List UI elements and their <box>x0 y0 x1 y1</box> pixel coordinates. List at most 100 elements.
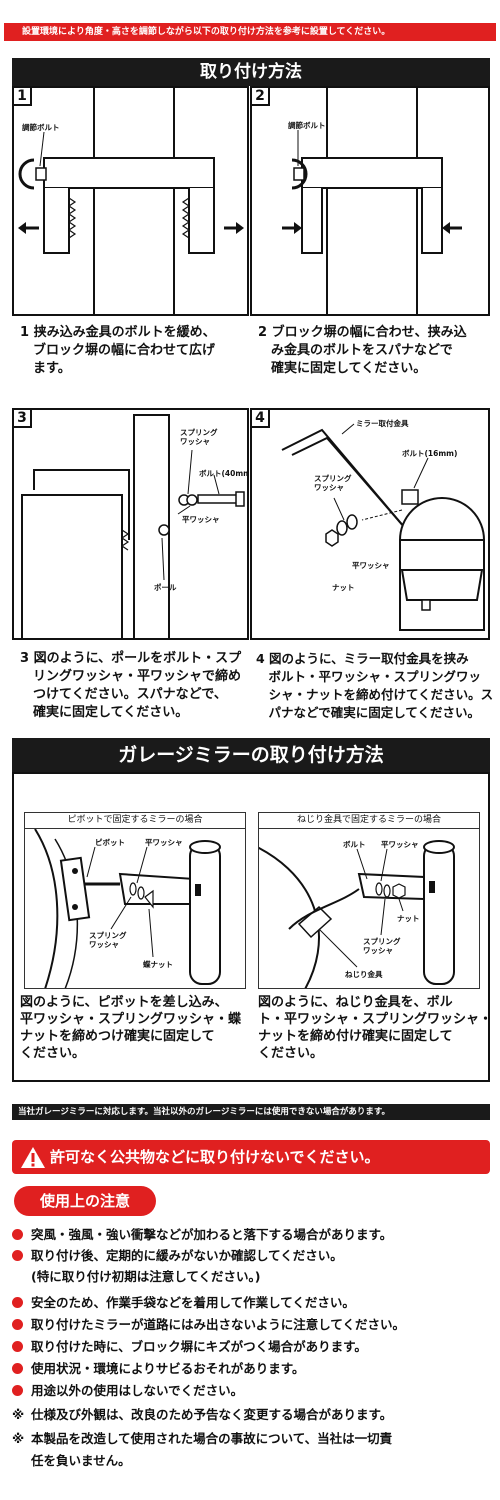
flat-washer-label: 平ワッシャ <box>182 515 220 524</box>
spring-washer-label-line: ワッシャ <box>314 483 344 492</box>
step-number: 2 <box>252 88 270 106</box>
flat-washer-label: 平ワッシャ <box>352 561 390 570</box>
twist-mirror-line: ト・平ワッシャ・スプリングワッシャ・ <box>258 1012 493 1027</box>
section-title-garage-mirror: ガレージミラーの取り付け方法 <box>12 738 490 772</box>
caution-text: 取り付けた時に、ブロック塀にキズがつく場合があります。 <box>31 1339 367 1354</box>
step-3-line: 確実に固定してください。 <box>20 705 189 720</box>
pole-bolt-diagram <box>21 414 245 638</box>
bolt-40mm-label: ボルト(40mm) <box>199 469 249 478</box>
flat-washer-label: 平ワッシャ <box>381 840 419 849</box>
nut-label: ナット <box>397 914 420 923</box>
spring-washer-label-line: スプリング <box>89 931 127 940</box>
spring-washer-label: スプリング ワッシャ <box>89 931 127 949</box>
step-2-text: 2 ブロック塀の幅に合わせ、挟み込 み金具のボルトをスパナなどで 確実に固定して… <box>258 324 498 378</box>
clamp-tighten-diagram <box>282 88 462 314</box>
reference-mark: ※ <box>12 1431 25 1446</box>
spring-washer-label-line: ワッシャ <box>89 940 119 949</box>
caution-item: ※ 仕様及び外観は、改良のため予告なく変更する場合があります。 <box>12 1406 392 1424</box>
pivot-mirror-text: 図のように、ピボットを差し込み、 平ワッシャ・スプリングワッシャ・蝶 ナットを締… <box>20 994 256 1062</box>
step-1-line: 1 挟み込み金具のボルトを緩め、 <box>20 325 216 340</box>
compatibility-note: 当社ガレージミラーに対応します。当社以外のガレージミラーには使用できない場合があ… <box>12 1104 490 1120</box>
caution-title: 使用上の注意 <box>14 1186 156 1216</box>
step-4-illustration: 4 ミラー取付金具 ボルト(16mm) スプリング ワッシャ 平ワッシャ ナット <box>250 408 490 640</box>
adjust-bolt-label: 調節ボルト <box>288 121 326 130</box>
spring-washer-label-line: スプリング <box>363 937 401 946</box>
spring-washer-label: スプリング ワッシャ <box>363 937 401 955</box>
bolt-16mm-label: ボルト(16mm) <box>402 449 458 458</box>
caution-item: 安全のため、作業手袋などを着用して作業してください。 <box>12 1294 355 1312</box>
caution-item: (特に取り付け初期は注意してください。) <box>12 1268 260 1286</box>
warning-text: 許可なく公共物などに取り付けないでください。 <box>50 1148 380 1166</box>
step-3-line: リングワッシャ・平ワッシャで締め <box>20 669 242 684</box>
caution-text: 仕様及び外観は、改良のため予告なく変更する場合があります。 <box>31 1407 393 1422</box>
pivot-mirror-line: 図のように、ピボットを差し込み、 <box>20 995 228 1010</box>
flat-washer-label: 平ワッシャ <box>145 838 183 847</box>
pivot-mirror-diagram <box>34 829 221 988</box>
caution-item: ※ 本製品を改造して使用された場合の事故について、当社は一切責 <box>12 1430 392 1448</box>
twist-mirror-line: ください。 <box>258 1046 324 1061</box>
caution-text: 突風・強風・強い衝撃などが加わると落下する場合があります。 <box>31 1227 393 1242</box>
caution-text: 用途以外の使用はしないでください。 <box>31 1383 244 1398</box>
twist-mirror-line: 図のように、ねじり金具を、ボル <box>258 995 453 1010</box>
step-2-illustration: 2 調節ボルト <box>250 86 490 316</box>
spring-washer-label: スプリング ワッシャ <box>180 428 218 446</box>
step-1-line: ブロック塀の幅に合わせて広げ <box>20 343 216 358</box>
twist-mirror-text: 図のように、ねじり金具を、ボル ト・平ワッシャ・スプリングワッシャ・ ナットを締… <box>258 994 494 1062</box>
caution-text: 任を負いません。 <box>31 1453 131 1468</box>
step-3-line: つけてください。スパナなどで、 <box>20 687 227 702</box>
step-4-line: ボルト・平ワッシャ・スプリングワッ <box>256 669 482 684</box>
adjust-bolt-label: 調節ボルト <box>22 123 60 132</box>
step-4-line: 4 図のように、ミラー取付金具を挟み <box>256 651 469 666</box>
nut-label: ナット <box>332 583 355 592</box>
step-3-text: 3 図のように、ポールをボルト・スプ リングワッシャ・平ワッシャで締め つけてく… <box>20 650 255 722</box>
caution-text: 使用状況・環境によりサビるおそれがあります。 <box>31 1361 305 1376</box>
spring-washer-label-line: ワッシャ <box>180 437 210 446</box>
bolt-label: ボルト <box>343 840 366 849</box>
reference-mark: ※ <box>12 1407 25 1422</box>
top-banner: 設置環境により角度・高さを調節しながら以下の取り付け方法を参考に設置してください… <box>4 23 496 41</box>
twist-mirror-line: ナットを締め付け確実に固定して <box>258 1029 453 1044</box>
public-property-warning: 許可なく公共物などに取り付けないでください。 <box>12 1140 490 1174</box>
bullet-icon <box>12 1363 23 1374</box>
caution-item: 任を負いません。 <box>12 1452 131 1470</box>
step-2-line: 確実に固定してください。 <box>258 361 427 376</box>
step-2-line: み金具のボルトをスパナなどで <box>258 343 453 358</box>
pivot-mirror-heading: ピボットで固定するミラーの場合 <box>24 812 246 829</box>
step-4-line: シャ・ナットを締め付けてください。ス <box>256 687 494 702</box>
caution-text: (特に取り付け初期は注意してください。) <box>31 1269 261 1284</box>
spring-washer-label-line: ワッシャ <box>363 946 393 955</box>
twist-mirror-heading: ねじり金具で固定するミラーの場合 <box>258 812 480 829</box>
pivot-mirror-line: ください。 <box>20 1046 86 1061</box>
step-1-illustration: 1 調節ボルト <box>12 86 249 316</box>
step-number: 1 <box>14 88 32 106</box>
caution-text: 本製品を改造して使用された場合の事故について、当社は一切責 <box>31 1431 393 1446</box>
warning-icon <box>21 1147 45 1168</box>
step-1-line: ます。 <box>20 361 71 376</box>
step-3-line: 3 図のように、ポールをボルト・スプ <box>20 651 242 666</box>
spring-washer-label: スプリング ワッシャ <box>314 474 352 492</box>
pivot-mirror-line: 平ワッシャ・スプリングワッシャ・蝶 <box>20 1012 242 1027</box>
caution-text: 取り付け後、定期的に緩みがないか確認してください。 <box>31 1248 343 1263</box>
twist-mirror-diagram <box>259 840 455 988</box>
step-1-text: 1 挟み込み金具のボルトを緩め、 ブロック塀の幅に合わせて広げ ます。 <box>20 324 250 378</box>
twist-mirror-illustration: ボルト 平ワッシャ ナット スプリング ワッシャ ねじり金具 <box>258 829 480 989</box>
caution-item: 使用状況・環境によりサビるおそれがあります。 <box>12 1360 305 1378</box>
pivot-label: ピボット <box>95 838 125 847</box>
step-4-line: パナなどで確実に固定してください。 <box>256 705 481 720</box>
caution-text: 安全のため、作業手袋などを着用して作業してください。 <box>31 1295 355 1310</box>
pole-label: ポール <box>154 583 177 592</box>
step-number: 4 <box>252 410 270 428</box>
section-title-mounting: 取り付け方法 <box>12 58 490 86</box>
caution-item: 用途以外の使用はしないでください。 <box>12 1382 243 1400</box>
caution-item: 突風・強風・強い衝撃などが加わると落下する場合があります。 <box>12 1226 392 1244</box>
step-2-line: 2 ブロック塀の幅に合わせ、挟み込 <box>258 325 467 340</box>
caution-item: 取り付けたミラーが道路にはみ出さないように注意してください。 <box>12 1316 405 1334</box>
pivot-mirror-line: ナットを締めつけ確実に固定して <box>20 1029 215 1044</box>
spring-washer-label-line: スプリング <box>180 428 218 437</box>
bullet-icon <box>12 1385 23 1396</box>
spring-washer-label-line: スプリング <box>314 474 352 483</box>
bullet-icon <box>12 1341 23 1352</box>
caution-text: 取り付けたミラーが道路にはみ出さないように注意してください。 <box>31 1317 406 1332</box>
bullet-icon <box>12 1319 23 1330</box>
bullet-icon <box>12 1297 23 1308</box>
